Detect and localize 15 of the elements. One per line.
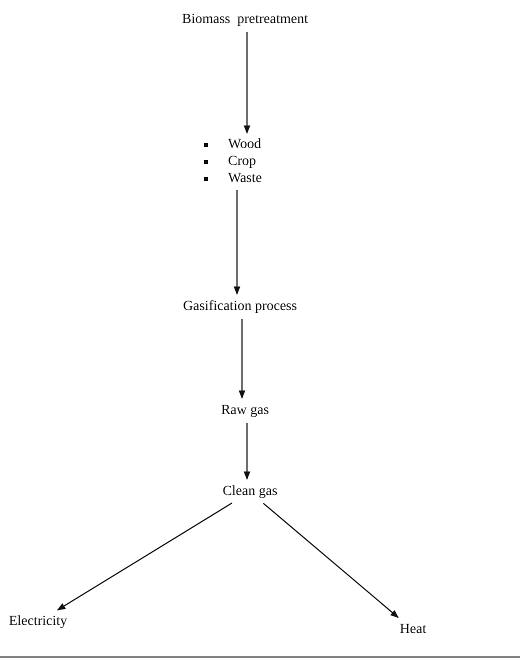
list-item: Wood bbox=[228, 136, 262, 153]
node-label: Heat bbox=[392, 620, 434, 640]
list-item: Waste bbox=[228, 170, 262, 187]
arrow bbox=[238, 319, 246, 399]
node-label: Clean gas bbox=[215, 482, 285, 502]
node-label: Gasification process bbox=[170, 297, 310, 317]
arrow bbox=[262, 502, 399, 618]
arrow bbox=[57, 502, 232, 610]
node-label: Electricity bbox=[2, 612, 74, 632]
arrow bbox=[244, 423, 250, 480]
arrow bbox=[244, 32, 250, 134]
node-label: Biomass pretreatment bbox=[165, 10, 325, 30]
node-label: Raw gas bbox=[215, 401, 275, 421]
arrow bbox=[234, 190, 240, 295]
list-item: Crop bbox=[228, 153, 256, 170]
